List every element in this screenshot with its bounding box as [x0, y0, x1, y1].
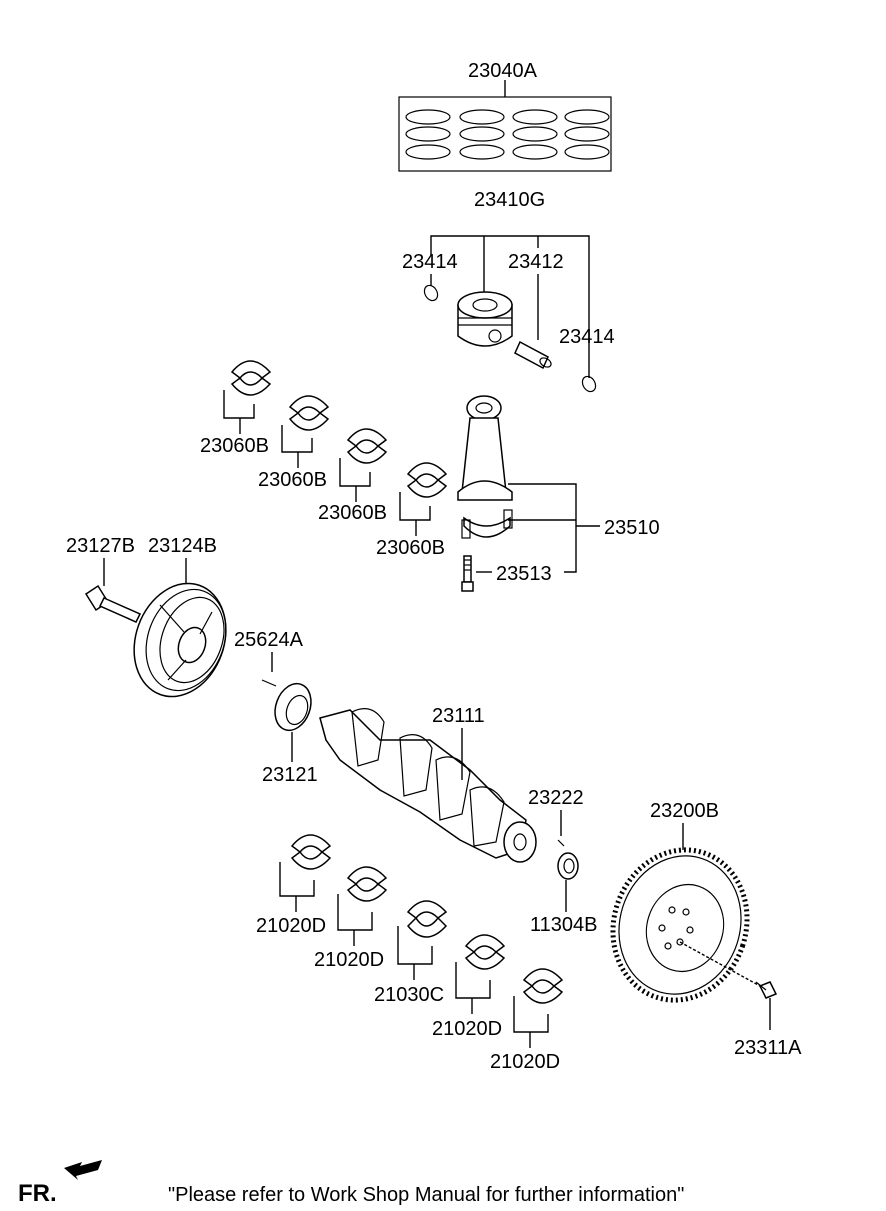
- piston-drawing: [457, 291, 513, 347]
- label-21020d-2[interactable]: 21020D: [314, 949, 384, 971]
- front-direction-arrow-icon: [64, 1160, 102, 1180]
- piston-pin-drawing: [514, 340, 552, 370]
- flywheel-bolt-drawing: [755, 981, 778, 999]
- crankshaft-drawing: [319, 708, 537, 863]
- label-23060b-2[interactable]: 23060B: [258, 469, 327, 491]
- front-direction-label: FR.: [18, 1180, 57, 1207]
- label-23040a[interactable]: 23040A: [468, 60, 538, 82]
- main-bearing-1-drawing: [290, 834, 332, 870]
- key-drawing: [261, 679, 277, 687]
- connecting-rod-drawing: [457, 395, 513, 539]
- piston-ring-set-drawing: [398, 96, 612, 172]
- label-23124b[interactable]: 23124B: [148, 535, 217, 557]
- label-23060b-1[interactable]: 23060B: [200, 435, 269, 457]
- label-23513[interactable]: 23513: [496, 563, 552, 585]
- label-23414-left[interactable]: 23414: [402, 251, 458, 273]
- label-23410g[interactable]: 23410G: [474, 189, 545, 211]
- pulley-bolt-drawing: [84, 584, 142, 623]
- snap-ring-left-drawing: [423, 284, 439, 302]
- label-23412[interactable]: 23412: [508, 251, 564, 273]
- oil-seal-drawing: [557, 852, 579, 880]
- damper-pulley-drawing: [133, 582, 227, 698]
- label-23060b-4[interactable]: 23060B: [376, 537, 445, 559]
- rod-bearing-1-drawing: [230, 360, 272, 396]
- sprocket-drawing: [274, 682, 312, 732]
- main-bearing-2-drawing: [346, 866, 388, 902]
- label-23121[interactable]: 23121: [262, 764, 318, 786]
- label-21020d-3[interactable]: 21020D: [432, 1018, 502, 1040]
- footer-note: "Please refer to Work Shop Manual for fu…: [168, 1184, 685, 1206]
- label-23060b-3[interactable]: 23060B: [318, 502, 387, 524]
- label-11304b[interactable]: 11304B: [530, 914, 597, 936]
- rod-bolt-drawing: [461, 555, 474, 592]
- main-bearing-3-drawing: [464, 934, 506, 970]
- label-25624a[interactable]: 25624A: [234, 629, 304, 651]
- snap-ring-right-drawing: [581, 375, 597, 393]
- label-21020d-4[interactable]: 21020D: [490, 1051, 560, 1073]
- label-21030c[interactable]: 21030C: [374, 984, 444, 1006]
- main-bearing-4-drawing: [522, 968, 564, 1004]
- label-23111[interactable]: 23111: [432, 705, 485, 727]
- rod-bearing-4-drawing: [406, 462, 448, 498]
- thrust-bearing-drawing: [406, 900, 448, 938]
- rod-bearing-3-drawing: [346, 428, 388, 464]
- label-23510[interactable]: 23510: [604, 517, 660, 539]
- flywheel-drawing: [610, 847, 750, 1003]
- pin-drawing: [557, 839, 565, 847]
- label-23414-right[interactable]: 23414: [559, 326, 615, 348]
- label-23200b[interactable]: 23200B: [650, 800, 719, 822]
- label-23222[interactable]: 23222: [528, 787, 584, 809]
- label-21020d-1[interactable]: 21020D: [256, 915, 326, 937]
- label-23311a[interactable]: 23311A: [734, 1037, 802, 1059]
- rod-bearing-2-drawing: [288, 395, 330, 431]
- label-23127b[interactable]: 23127B: [66, 535, 135, 557]
